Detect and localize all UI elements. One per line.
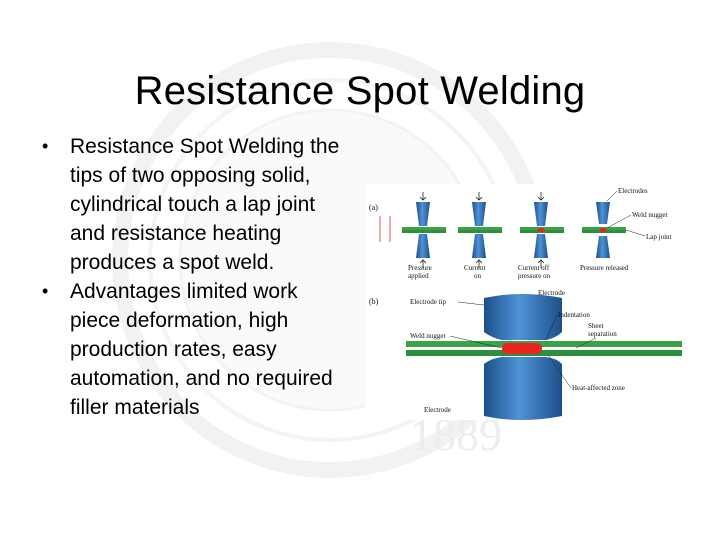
label-current-off: Current off pressure on <box>518 264 551 280</box>
label-electrode-bottom: Electrode <box>424 406 451 414</box>
label-indentation: Indentation <box>558 311 590 319</box>
force-arrow-icon <box>419 259 427 268</box>
label-pressure-released: Pressure released <box>580 264 629 272</box>
label-current-on: Current on <box>464 264 487 280</box>
leader-line <box>606 214 632 229</box>
label-electrode-tip: Electrode tip <box>410 298 446 306</box>
bullet-item: • Advantages limited work piece deformat… <box>40 277 350 422</box>
label-pressure-applied: Pressure applied <box>408 264 433 280</box>
leader-line <box>625 229 646 237</box>
leader-line <box>606 190 618 202</box>
leader-line <box>449 335 503 349</box>
bullet-text: Resistance Spot Welding the tips of two … <box>70 135 340 274</box>
bullet-list: • Resistance Spot Welding the tips of tw… <box>40 132 350 422</box>
bullet-icon: • <box>42 136 49 156</box>
label-weld-nugget-b: Weld nugget <box>410 332 445 340</box>
weld-stage-3 <box>520 202 564 258</box>
weld-cross-section <box>406 294 682 420</box>
weld-stage-1 <box>402 202 446 258</box>
bullet-text: Advantages limited work piece deformatio… <box>70 280 333 419</box>
force-arrow-icon <box>537 259 545 268</box>
leader-line <box>547 354 572 389</box>
part-a-label: (a) <box>369 203 378 212</box>
label-heat-affected-zone: Heat-affected zone <box>572 384 625 392</box>
leader-line <box>545 314 558 341</box>
spot-welding-diagram: (a) Electrodes Weld nugget Lap joint <box>366 184 682 420</box>
force-arrow-icon <box>419 192 427 201</box>
label-sheet-separation: Sheet separation <box>588 322 617 338</box>
bullet-icon: • <box>42 281 49 301</box>
leader-line <box>575 337 597 349</box>
weld-stage-2 <box>458 202 502 258</box>
label-electrode-top: Electrode <box>538 289 565 297</box>
leader-line <box>457 301 485 306</box>
bullet-item: • Resistance Spot Welding the tips of tw… <box>40 132 350 277</box>
label-weld-nugget-a: Weld nugget <box>632 211 667 219</box>
part-b-label: (b) <box>369 297 379 306</box>
slide-title: Resistance Spot Welding <box>134 68 586 113</box>
label-lap-joint: Lap joint <box>646 233 672 241</box>
weld-nugget <box>502 343 542 354</box>
label-electrodes: Electrodes <box>618 187 648 195</box>
weld-stage-4 <box>582 202 626 258</box>
force-arrow-icon <box>475 192 483 201</box>
force-arrow-icon <box>475 259 483 268</box>
force-arrow-icon <box>537 192 545 201</box>
